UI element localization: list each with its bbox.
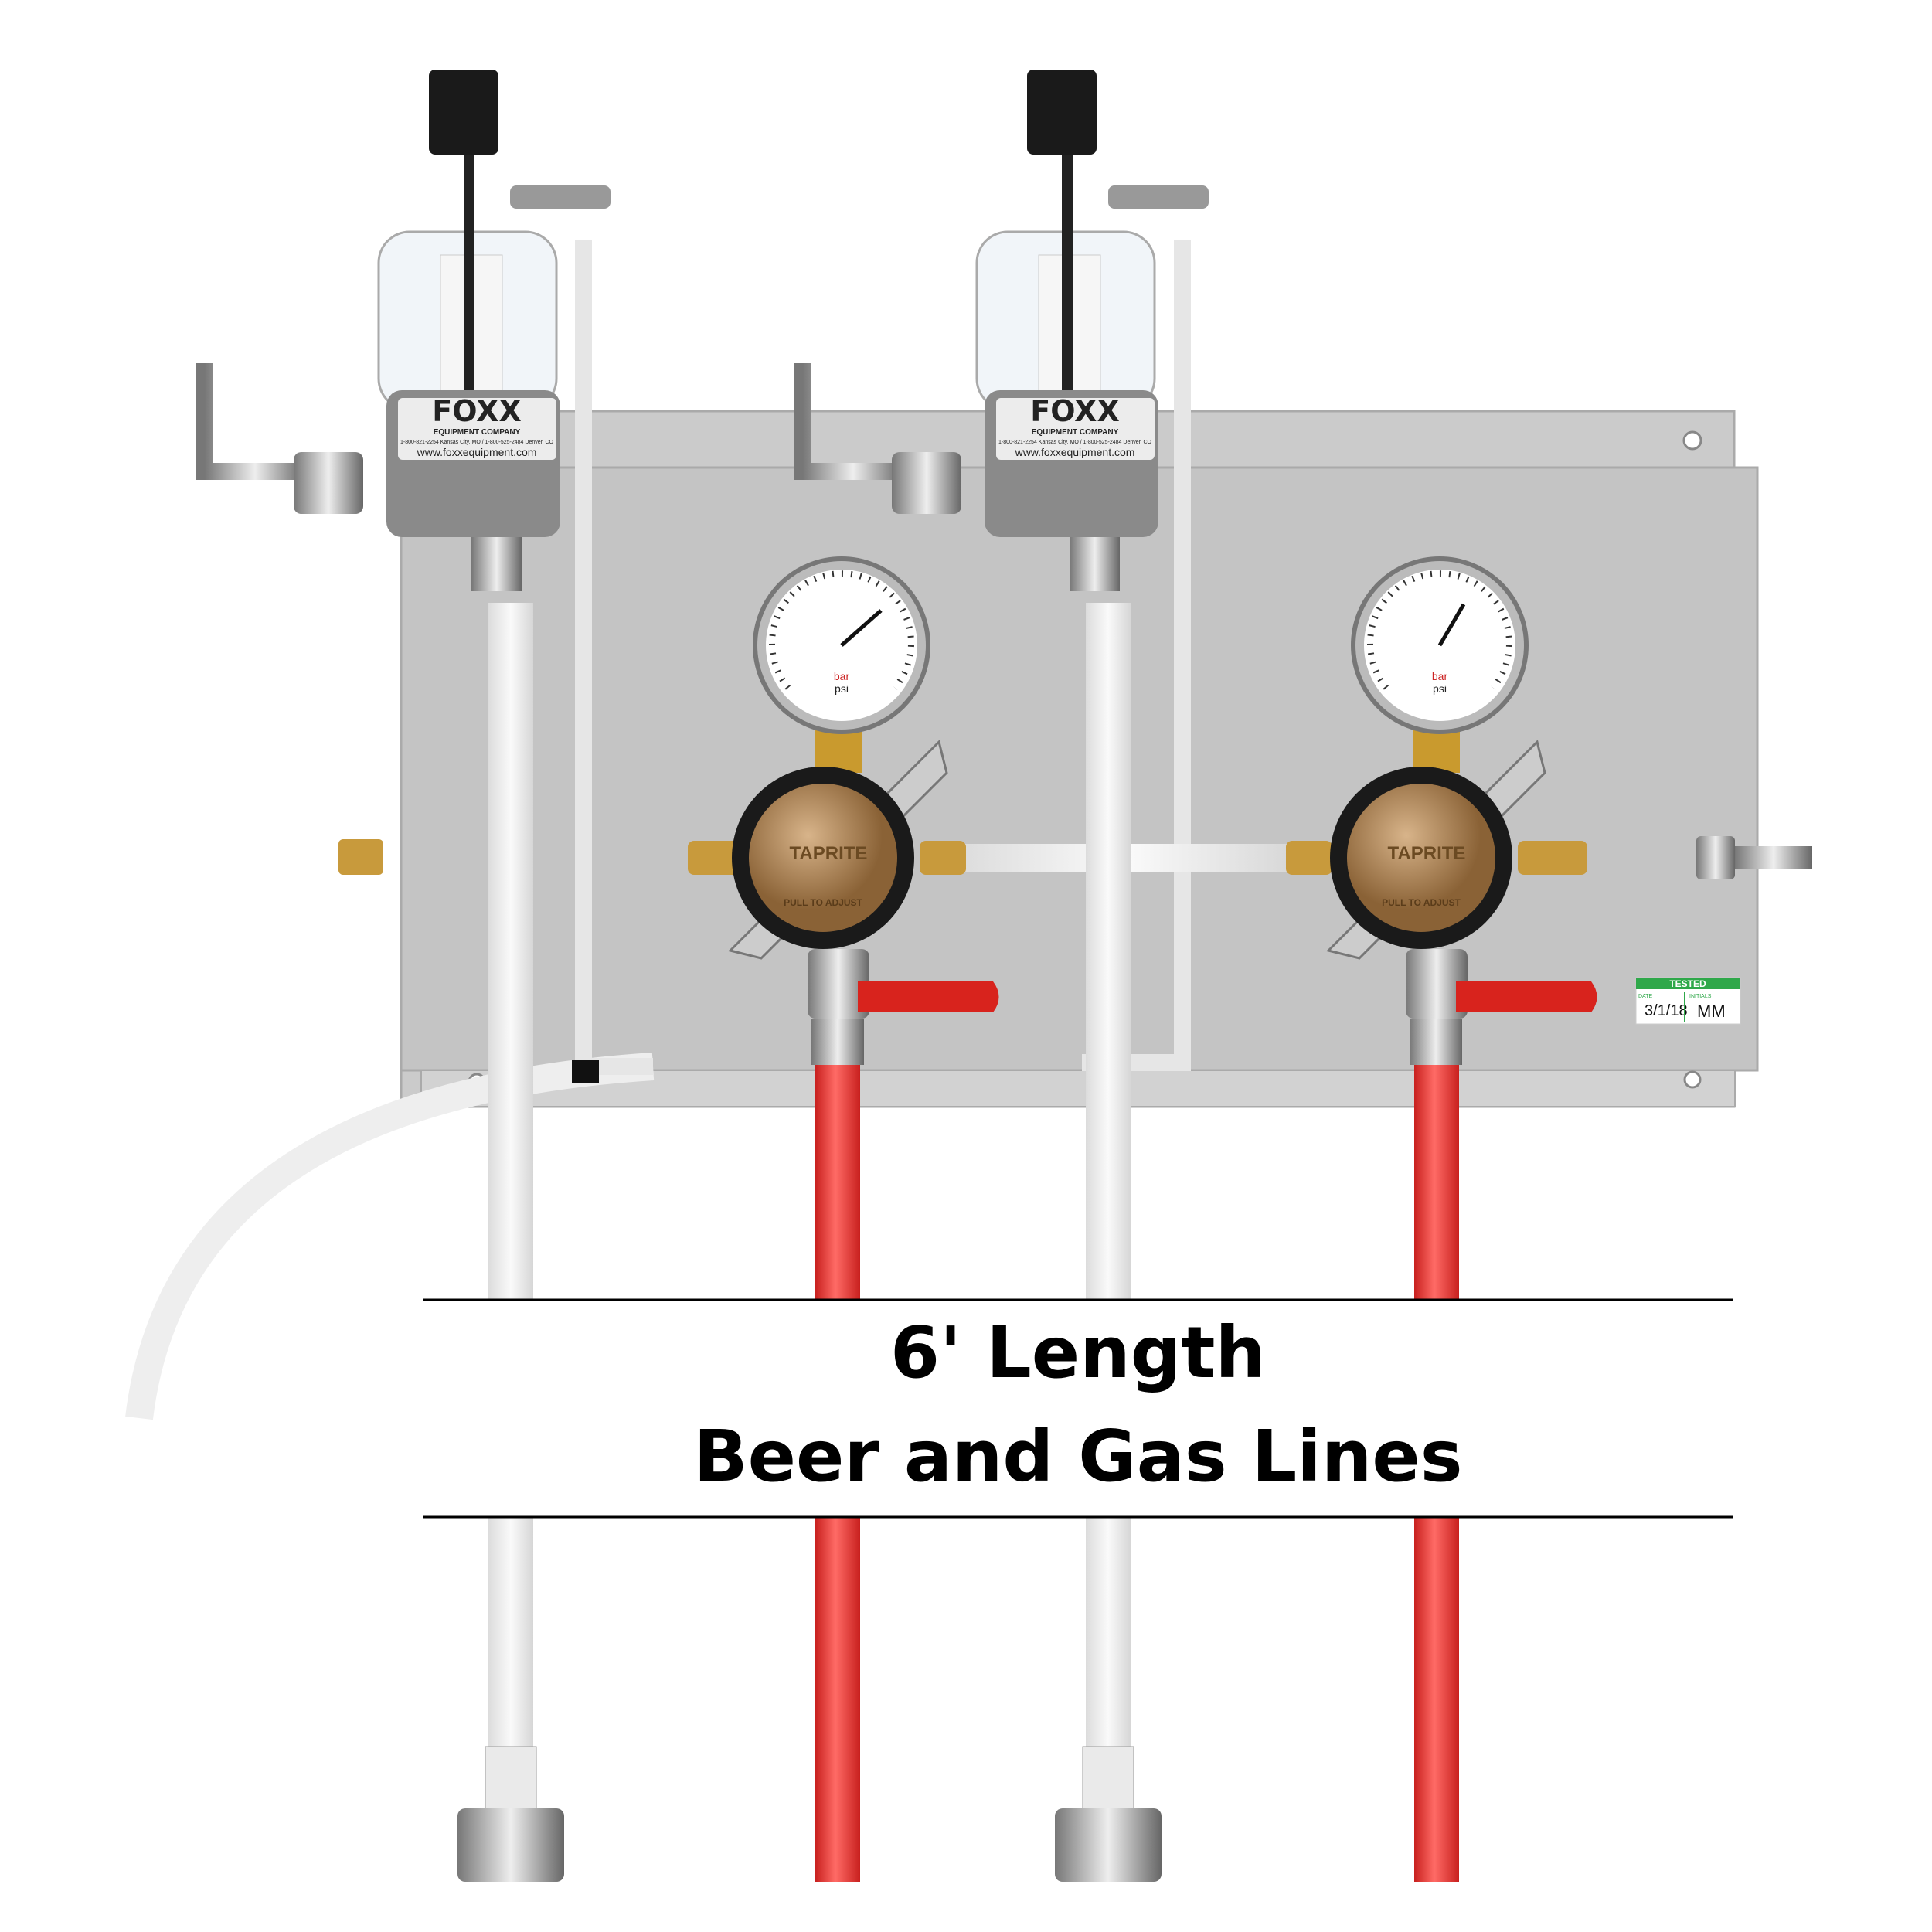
gauge-unit-bar: bar (834, 670, 850, 682)
co2-regulator-1: bar psi TAPRITE PULL TO ADJUST (688, 556, 999, 1065)
foxx-logo: FOXX (1030, 394, 1120, 428)
shutoff-valve (808, 949, 869, 1019)
tested-title: TESTED (1669, 978, 1706, 989)
coupling-nut-2 (1055, 1746, 1162, 1882)
gauge-unit-psi: psi (835, 682, 849, 695)
gauge-unit-psi: psi (1433, 682, 1447, 695)
knob-text: PULL TO ADJUST (1382, 897, 1461, 908)
brand-phones: 1-800-821-2254 Kansas City, MO / 1-800-5… (400, 440, 553, 445)
initials-label: INITIALS (1689, 994, 1712, 999)
brand-phones: 1-800-821-2254 Kansas City, MO / 1-800-5… (998, 440, 1151, 445)
beer-line-white-1 (488, 603, 533, 1808)
gauge-needle (840, 609, 883, 647)
mount-hole (1683, 1070, 1702, 1089)
keyhole-icon (1682, 430, 1702, 451)
caption-line-2: Beer and Gas Lines (694, 1415, 1463, 1498)
gauge-needle (1437, 603, 1466, 647)
adjust-knob[interactable] (1347, 784, 1495, 932)
adjust-knob[interactable] (429, 70, 498, 155)
beer-line-white-2 (1086, 603, 1131, 1808)
date-value: 3/1/18 (1645, 1002, 1688, 1019)
initials-value: MM (1697, 1002, 1726, 1021)
caption-line-1: 6' Length (890, 1311, 1266, 1394)
knob-text: PULL TO ADJUST (784, 897, 862, 908)
brand-url: www.foxxequipment.com (417, 446, 537, 458)
foxx-gas-blender-unit-1: FOXX EQUIPMENT COMPANY 1-800-821-2254 Ka… (196, 70, 611, 591)
co2-regulator-2: bar psi TAPRITE PULL TO ADJUST (1286, 556, 1597, 1065)
coupling-nut-1 (457, 1746, 564, 1882)
brass-inlet-fitting (338, 839, 383, 875)
gauge-unit-bar: bar (1432, 670, 1448, 682)
tube-clip (572, 1060, 599, 1083)
adjust-knob[interactable] (749, 784, 897, 932)
foxx-logo: FOXX (432, 394, 522, 428)
valve-handle[interactable] (858, 981, 999, 1012)
caption-band: 6' Length Beer and Gas Lines (423, 1298, 1733, 1519)
adjust-knob[interactable] (1027, 70, 1097, 155)
shutoff-valve (1406, 949, 1468, 1019)
taprite-logo: TAPRITE (1388, 843, 1466, 864)
tested-tag: TESTED DATE 3/1/18 INITIALS MM (1635, 977, 1741, 1025)
barb-outlet-fitting (1696, 836, 1812, 879)
brand-sub: EQUIPMENT COMPANY (1032, 428, 1119, 437)
foxx-gas-blender-unit-2: FOXX EQUIPMENT COMPANY 1-800-821-2254 Ka… (794, 70, 1209, 591)
taprite-logo: TAPRITE (790, 843, 868, 864)
date-label: DATE (1638, 994, 1652, 999)
brand-sub: EQUIPMENT COMPANY (434, 428, 521, 437)
valve-handle[interactable] (1456, 981, 1597, 1012)
brand-url: www.foxxequipment.com (1015, 446, 1135, 458)
